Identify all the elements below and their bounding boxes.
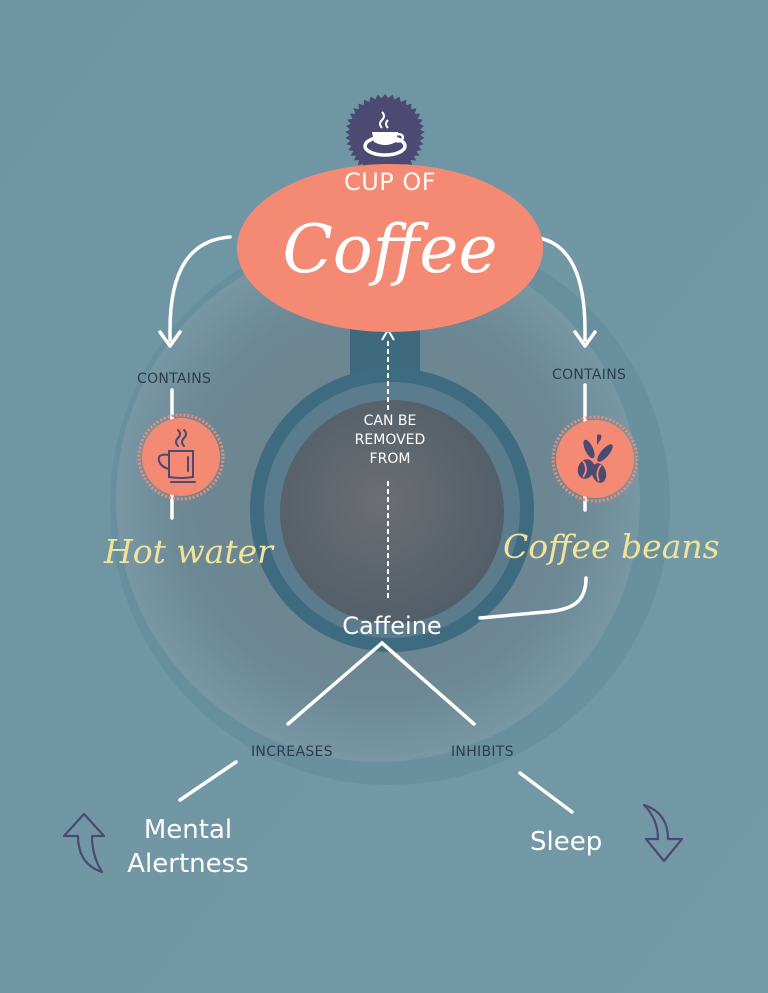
inhibits-label: INHIBITS bbox=[451, 744, 514, 760]
right-relation-label: CONTAINS bbox=[552, 367, 627, 383]
hot-mug-icon bbox=[137, 413, 225, 501]
curved-up-arrow-icon bbox=[62, 812, 106, 874]
mental-alertness-label: Mental Alertness bbox=[127, 815, 249, 879]
left-relation-label: CONTAINS bbox=[137, 371, 212, 387]
title-ellipse bbox=[237, 164, 543, 332]
curved-down-arrow-icon bbox=[642, 803, 684, 863]
sleep-label: Sleep bbox=[530, 827, 603, 857]
coffee-beans-label: Coffee beans bbox=[503, 527, 720, 566]
removed-from-label: CAN BE REMOVED FROM bbox=[354, 413, 426, 467]
coffee-cup-saucer-icon bbox=[345, 94, 425, 178]
coffee-beans-icon bbox=[551, 415, 639, 503]
caffeine-label: Caffeine bbox=[342, 612, 442, 640]
title-top-line: CUP OF bbox=[343, 168, 437, 196]
title-main: Coffee bbox=[282, 211, 498, 288]
hot-water-label: Hot water bbox=[104, 532, 273, 571]
increases-label: INCREASES bbox=[251, 744, 333, 760]
